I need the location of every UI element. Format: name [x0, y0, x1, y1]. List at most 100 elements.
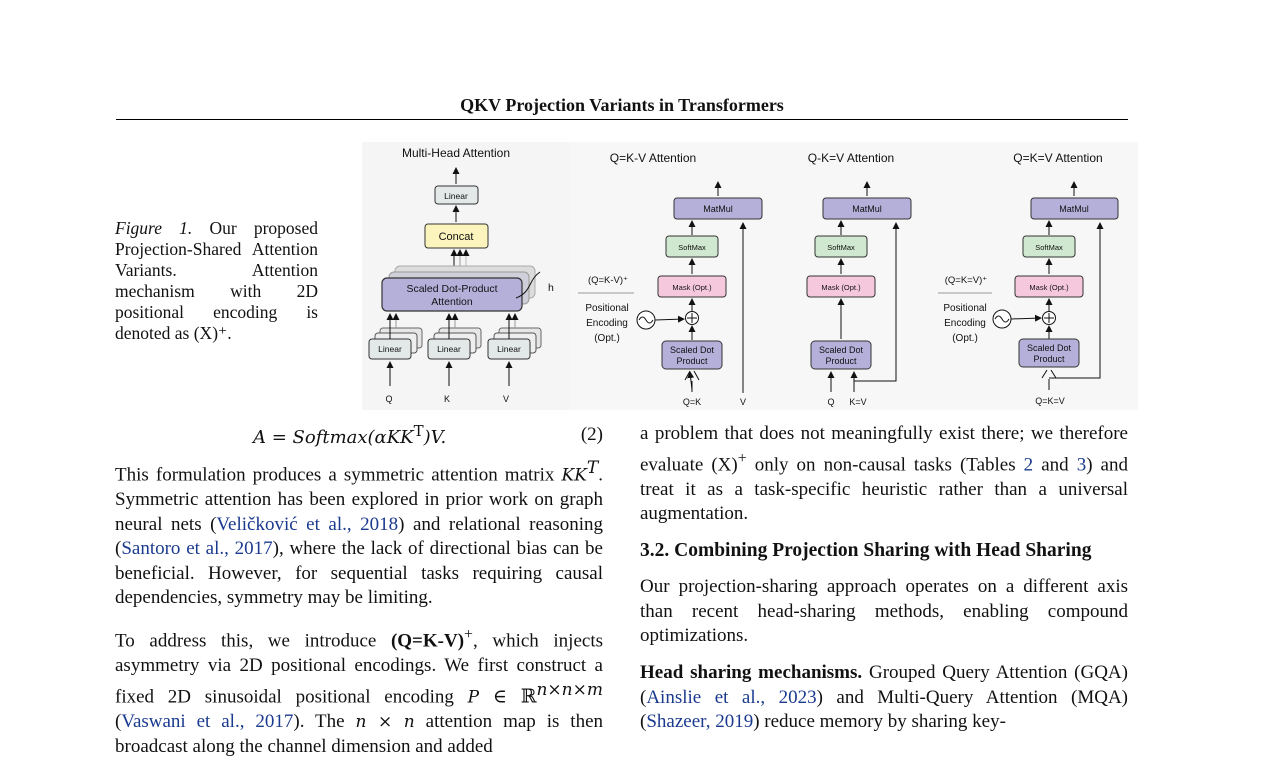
mha-input-k: K	[444, 394, 450, 404]
qkv3-pe-label-2: Encoding	[944, 318, 986, 329]
qkv3-sine-icon	[994, 315, 1010, 323]
qkv1-mask-label: Mask (Opt.)	[672, 283, 712, 292]
eq-lhs: A = Softmax(αKK	[253, 427, 414, 449]
qkv3-pe-label-1: Positional	[943, 303, 986, 314]
qkv1-sine-icon	[638, 316, 654, 324]
p2-math-in: ∈ ℝ	[479, 686, 537, 708]
cite-santoro[interactable]: Santoro et al., 2017	[121, 538, 273, 560]
cite-velickovic[interactable]: Veličković et al., 2018	[216, 513, 399, 535]
qkv1-input-qk: Q=K	[683, 397, 701, 407]
mha-linear-up-arrows	[386, 313, 519, 386]
qkv3-softmax-label: SoftMax	[1035, 243, 1063, 252]
qkv3-matmul-label: MatMul	[1059, 204, 1089, 214]
qkv3-input-split	[1041, 369, 1057, 390]
qkv1-pe-label-3: (Opt.)	[594, 333, 620, 344]
cite-ainslie[interactable]: Ainslie et al., 2023	[646, 686, 817, 708]
qkv3-title: Q=K=V Attention	[1013, 151, 1102, 165]
header-rule	[116, 119, 1128, 120]
rp1-text-b: only on non-causal tasks (Tables	[746, 453, 1024, 475]
qkv2-title: Q-K=V Attention	[808, 151, 894, 165]
qkv2-v-route	[854, 222, 900, 382]
p2-text-a: To address this, we introduce	[115, 630, 391, 652]
qkv3-sdp-box	[1018, 338, 1080, 368]
qkv1-add-icon	[687, 313, 697, 323]
figure-1-diagram: Multi-Head Attention Linear Concat Scale…	[362, 142, 1138, 410]
rp3-bold-lead: Head sharing mechanisms.	[640, 662, 863, 684]
p1-text-d: ), where the lack of directional bias ca…	[115, 538, 603, 609]
qkv1-title: Q=K-V Attention	[610, 151, 696, 165]
p1-text-b: . Symmetric attention has been explored …	[115, 464, 603, 535]
mha-input-v: V	[503, 394, 509, 404]
qkv1-plus-label: (Q=K-V)⁺	[588, 275, 628, 286]
qkv1-pe-label-1: Positional	[585, 303, 628, 314]
qkv1-input-arrow	[687, 371, 695, 391]
qkv3-mask-label: Mask (Opt.)	[1029, 283, 1069, 292]
qkv1-input-v: V	[740, 397, 746, 407]
ref-table-3[interactable]: 3	[1076, 453, 1087, 475]
qkv3-add-icon	[1044, 313, 1054, 323]
mha-linear-q-label: Linear	[378, 344, 402, 354]
p2-math-p: P	[467, 687, 480, 708]
qkv2-sdp-label-2: Product	[825, 356, 857, 366]
rp1-plus: +	[737, 449, 747, 467]
p1-math-t: T	[586, 458, 599, 478]
qkv3-input-qkv: Q=K=V	[1035, 396, 1065, 406]
qkv2-matmul-label: MatMul	[852, 204, 882, 214]
qkv3-matmul-box	[1030, 197, 1119, 220]
p2-text-c: (	[115, 711, 122, 733]
mha-concat-label: Concat	[439, 231, 474, 243]
mha-sdpa-label-2: Attention	[431, 296, 473, 308]
qkv3-pe-arrow	[1010, 314, 1042, 322]
mha-h-brace	[515, 271, 541, 299]
qkv3-mask-box	[1014, 275, 1084, 298]
mha-linear-top-box	[434, 185, 479, 205]
qkv3-v-route	[1049, 222, 1104, 379]
qkv2-mask-box	[806, 275, 876, 298]
paragraph-asymmetry: To address this, we introduce (Q=K-V)+, …	[115, 623, 603, 760]
p2-math-dims: n×n×m	[536, 680, 603, 701]
qkv1-pe-arrow	[654, 315, 685, 323]
rp3-text-a: Grouped Query Attention (GQA) (	[640, 662, 1128, 708]
p2-math-nn: n × n	[355, 712, 415, 733]
qkv3-pe-label-3: (Opt.)	[952, 333, 978, 344]
rp1-text-c: ) and treat it as a task-specific heuris…	[640, 453, 1128, 525]
rp1-text-a: a problem that does not meaningfully exi…	[640, 423, 1128, 475]
qkv3-sdp-label-1: Scaled Dot	[1027, 343, 1072, 353]
qkv2-sdp-label-1: Scaled Dot	[819, 345, 864, 355]
mha-input-q: Q	[385, 394, 392, 404]
p1-text-c: ) and relational reasoning (	[115, 513, 603, 560]
qkv1-sdp-label-1: Scaled Dot	[670, 345, 715, 355]
mha-linear-v-label: Linear	[497, 344, 521, 354]
cite-vaswani[interactable]: Vaswani et al., 2017	[121, 711, 294, 733]
qkv3-plus-label: (Q=K=V)⁺	[945, 275, 988, 286]
rp3-text-c: ) reduce memory by sharing key-	[753, 711, 1006, 733]
qkv2-mask-label: Mask (Opt.)	[821, 283, 861, 292]
p1-math-kk: KK	[561, 465, 587, 486]
caption-text: Our proposed Projection-Shared Attention…	[115, 218, 318, 343]
eq-transpose: T	[413, 422, 424, 441]
paragraph-head-sharing: Head sharing mechanisms. Grouped Query A…	[640, 661, 1128, 735]
mha-linear-k-label: Linear	[437, 344, 461, 354]
qkv1-matmul-label: MatMul	[703, 204, 733, 214]
ref-table-2[interactable]: 2	[1023, 453, 1034, 475]
mha-linear-top-label: Linear	[444, 191, 468, 201]
paragraph-compound: Our projection-sharing approach operates…	[640, 576, 1128, 647]
qkv2-input-q: Q	[827, 397, 834, 407]
figure-caption: Figure 1. Our proposed Projection-Shared…	[115, 218, 318, 344]
mha-concat-box	[424, 223, 489, 249]
paragraph-symmetric: This formulation produces a symmetric at…	[115, 456, 603, 611]
qkv2-matmul-box	[822, 197, 912, 220]
figure-label: Figure 1.	[115, 218, 193, 238]
qkv1-matmul-box	[673, 197, 763, 220]
p2-text-d: ). The	[293, 711, 356, 733]
p2-plus: +	[464, 625, 473, 643]
rp1-and: and	[1033, 453, 1077, 475]
cite-shazeer[interactable]: Shazeer, 2019	[646, 711, 754, 733]
qkv3-sdp-label-2: Product	[1033, 354, 1065, 364]
left-column: A = Softmax(αKKT)V. (2) This formulation…	[115, 422, 603, 772]
qkv3-softmax-box	[1022, 235, 1076, 258]
qkv1-softmax-label: SoftMax	[678, 243, 706, 252]
qkv2-input-kv: K=V	[849, 397, 866, 407]
section-heading-3-2: 3.2. Combining Projection Sharing with H…	[640, 539, 1092, 561]
qkv1-softmax-box	[665, 235, 719, 258]
